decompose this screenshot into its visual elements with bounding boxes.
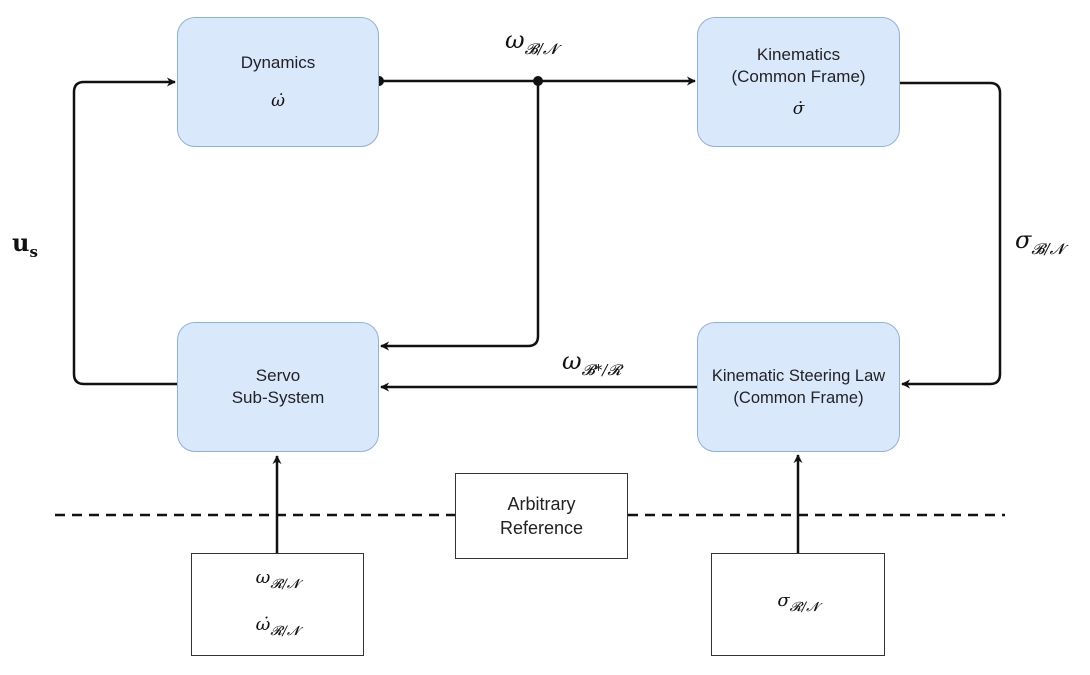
- arrow-branch-to-servo: [380, 81, 540, 351]
- omega-ref-dot-value: ω̇𝓡/𝓝: [255, 613, 300, 639]
- kinematics-title-line2: (Common Frame): [731, 67, 866, 86]
- dynamics-block: Dynamics ω̇: [177, 17, 379, 147]
- omega-ref-value: ω𝓡/𝓝: [255, 566, 300, 592]
- sigma-ref-input-box: σ𝓡/𝓝: [711, 553, 885, 656]
- dynamics-symbol: ω̇: [271, 91, 285, 111]
- sigma-bn-label: σ𝓑/𝓝: [1015, 226, 1065, 258]
- omega-bstar-r-label: ω𝓑*/𝓡: [562, 347, 622, 379]
- arrow-servo-to-dynamics: [72, 77, 177, 386]
- servo-title-line2: Sub-System: [231, 388, 325, 407]
- reference-label-line2: Reference: [499, 518, 584, 538]
- us-label: us: [12, 228, 38, 261]
- arbitrary-reference-box: Arbitrary Reference: [455, 473, 628, 559]
- reference-label-line1: Arbitrary: [507, 494, 576, 514]
- dynamics-title: Dynamics: [240, 53, 316, 72]
- sigma-ref-value: σ𝓡/𝓝: [777, 590, 819, 615]
- omega-ref-input-box: ω𝓡/𝓝 ω̇𝓡/𝓝: [191, 553, 364, 656]
- servo-block: Servo Sub-System: [177, 322, 379, 452]
- kinematics-title-line1: Kinematics: [756, 45, 841, 64]
- servo-title-line1: Servo: [255, 366, 301, 385]
- kinematics-block: Kinematics (Common Frame) σ̇: [697, 17, 900, 147]
- steering-title-line2: (Common Frame): [733, 389, 864, 407]
- arrow-kinematics-to-steering: [900, 81, 1002, 389]
- kinematics-symbol: σ̇: [792, 99, 805, 119]
- steering-law-block: Kinematic Steering Law (Common Frame): [697, 322, 900, 452]
- omega-bn-label: ω𝓑/𝓝: [505, 26, 558, 58]
- steering-title-line1: Kinematic Steering Law: [711, 367, 886, 385]
